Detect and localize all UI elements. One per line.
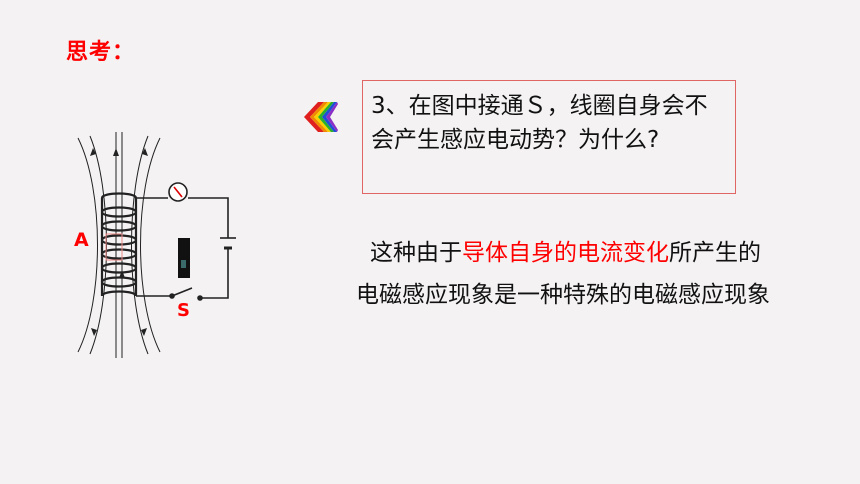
coil xyxy=(100,192,138,297)
slide-heading: 思考： xyxy=(66,40,136,65)
back-arrow-icon[interactable] xyxy=(300,100,338,134)
battery-photo-icon xyxy=(178,238,190,278)
galvanometer-icon xyxy=(168,182,188,202)
question-box: 3、在图中接通Ｓ，线圈自身会不会产生感应电动势？为什么? xyxy=(362,80,736,194)
question-text: 3、在图中接通Ｓ，线圈自身会不会产生感应电动势？为什么? xyxy=(371,93,708,153)
switch-icon xyxy=(169,287,203,301)
battery-icon xyxy=(220,237,236,250)
explanation-text: 这种由于导体自身的电流变化所产生的电磁感应现象是一种特殊的电磁感应现象 xyxy=(356,232,776,316)
switch-label-s: S xyxy=(177,300,190,321)
explanation-part1: 这种由于 xyxy=(370,240,462,266)
wires xyxy=(136,197,229,299)
explanation-part2: 所产生的电磁感应现象是一种特殊的电磁感应现象 xyxy=(356,240,770,308)
field-arrows xyxy=(90,148,148,336)
circuit-diagram xyxy=(77,132,236,358)
explanation-highlight: 导体自身的电流变化 xyxy=(462,240,669,266)
coil-core xyxy=(105,233,123,261)
coil-label-a: A xyxy=(74,229,89,251)
